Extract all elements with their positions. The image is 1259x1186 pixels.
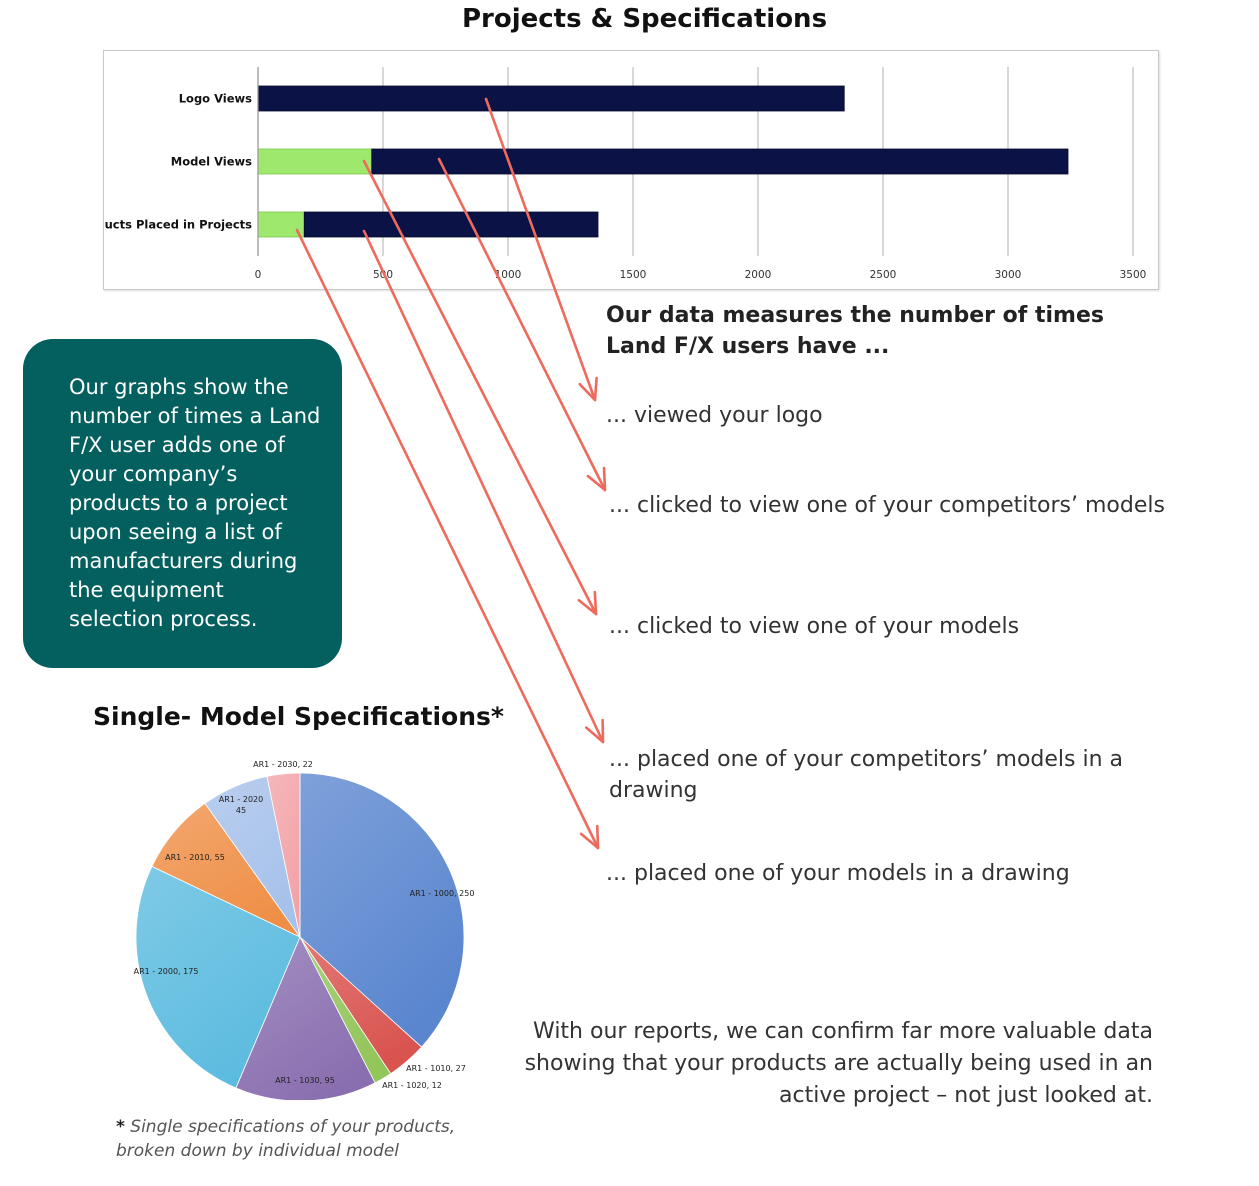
x-tick-label: 1000 (495, 269, 522, 281)
x-tick-label: 1500 (620, 269, 647, 281)
bar-chart-title: Projects & Specifications (461, 4, 828, 34)
info-box: Our graphs show the number of times a La… (23, 339, 342, 668)
measures-heading: Our data measures the number of times La… (606, 303, 1104, 359)
pie-label-ar1-1030-95: AR1 - 1030, 95 (275, 1076, 335, 1085)
measure-item-competitor-models-placed: ... placed one of your competitors’ mode… (609, 747, 1124, 803)
x-tick-label: 3500 (1120, 269, 1147, 281)
measure-item-your-models-viewed: ... clicked to view one of your models (609, 614, 1020, 639)
pie-label-ar1-1000-250: AR1 - 1000, 250 (410, 889, 475, 898)
pie-label-ar1-2000-175: AR1 - 2000, 175 (134, 967, 199, 976)
info-box-text: Our graphs show the number of times a La… (69, 375, 321, 631)
x-tick-label: 0 (255, 269, 262, 281)
bar-model-views-segment-1 (257, 148, 373, 175)
pie-label-ar1-2020-45-line-1: AR1 - 2020 (219, 795, 263, 804)
x-tick-label: 500 (373, 269, 393, 281)
x-tick-label: 3000 (995, 269, 1022, 281)
bar-chart: 0 500 1000 1500 2000 2500 3000 3500 Logo ViewsMo… (104, 67, 1147, 281)
footnote-mark: * (116, 1117, 125, 1137)
category-label-model-views: Model Views (171, 155, 252, 169)
pie-label-ar1-1010-27: AR1 - 1010, 27 (406, 1064, 466, 1073)
bar-products-placed-in-projects-segment-1 (257, 211, 305, 238)
pie-chart-title: Single- Model Specifications* (93, 702, 504, 731)
measure-item-your-models-placed: ... placed one of your models in a drawi… (606, 861, 1070, 886)
bar-model-views-segment-2 (371, 148, 1069, 175)
category-label-products-placed-in-projects: Products Placed in Projects (104, 218, 252, 232)
arrow-to-competitor-models-placed (362, 229, 605, 744)
pie-label-ar1-2030-22: AR1 - 2030, 22 (253, 760, 313, 769)
x-tick-label: 2000 (745, 269, 772, 281)
footnote: * Single specifications of your products… (116, 1115, 516, 1163)
summary-text: With our reports, we can confirm far mor… (524, 1019, 1153, 1108)
pie-label-ar1-2010-55: AR1 - 2010, 55 (165, 853, 225, 862)
pie-slice-ar1-1030-95 (235, 936, 376, 1100)
bar-products-placed-in-projects-segment-2 (303, 211, 599, 238)
x-tick-label: 2500 (870, 269, 897, 281)
footnote-text: Single specifications of your products, … (116, 1117, 456, 1161)
measure-item-logo: ... viewed your logo (606, 403, 823, 428)
measure-item-competitor-models-viewed: ... clicked to view one of your competit… (609, 493, 1165, 518)
category-label-logo-views: Logo Views (179, 92, 252, 106)
pie-label-ar1-1020-12: AR1 - 1020, 12 (382, 1081, 442, 1090)
pie-slice-ar1-2000-175 (135, 865, 301, 1089)
pie-label-ar1-2020-45-line-2: 45 (236, 806, 246, 815)
bar-logo-views-segment-2 (257, 85, 845, 112)
